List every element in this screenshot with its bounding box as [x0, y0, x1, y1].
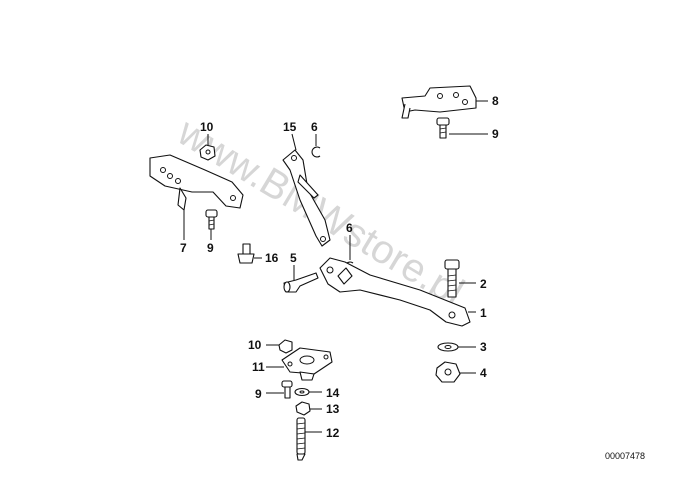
callout-6-upper: 6 — [311, 120, 318, 134]
callout-9-lower: 9 — [255, 387, 262, 401]
part-5-pin[interactable] — [283, 272, 319, 293]
part-15-link[interactable] — [282, 149, 331, 247]
callout-10-upper: 10 — [200, 120, 214, 134]
callout-2: 2 — [480, 277, 487, 291]
callout-11: 11 — [252, 360, 265, 374]
callout-4: 4 — [480, 366, 487, 380]
callout-15: 15 — [283, 120, 297, 134]
part-8-bracket[interactable] — [401, 85, 477, 119]
part-12-rod[interactable] — [296, 417, 306, 461]
callout-14: 14 — [326, 386, 340, 400]
callout-6-lower: 6 — [346, 221, 353, 235]
diagram-reference-number: 00007478 — [605, 451, 645, 461]
part-3-washer[interactable] — [437, 342, 459, 352]
part-11-mount[interactable] — [281, 347, 333, 381]
part-7-bracket[interactable] — [149, 154, 244, 211]
part-13-nut[interactable] — [295, 401, 311, 416]
callout-12: 12 — [326, 426, 340, 440]
callout-9-top: 9 — [492, 127, 499, 141]
callout-8: 8 — [492, 94, 499, 108]
callout-1: 1 — [480, 306, 487, 320]
part-1-lever[interactable] — [319, 257, 471, 327]
part-2-bolt[interactable] — [444, 259, 460, 298]
part-6-clip-upper[interactable] — [311, 146, 321, 158]
part-9-screw-top[interactable] — [436, 117, 450, 139]
part-4-nut[interactable] — [435, 361, 461, 383]
callout-3: 3 — [480, 340, 487, 354]
part-14-washer[interactable] — [294, 387, 310, 397]
callout-13: 13 — [326, 402, 340, 416]
callout-7: 7 — [180, 241, 187, 255]
callout-9-left: 9 — [207, 241, 214, 255]
part-9-screw-lower[interactable] — [281, 380, 293, 399]
part-10-nut-upper[interactable] — [199, 144, 216, 161]
part-10-nut-lower[interactable] — [278, 339, 293, 354]
callout-10-lower: 10 — [248, 338, 262, 352]
part-9-screw-left[interactable] — [205, 209, 218, 230]
callout-5: 5 — [290, 251, 297, 265]
callout-16: 16 — [265, 251, 279, 265]
part-16-stud[interactable] — [237, 243, 255, 264]
